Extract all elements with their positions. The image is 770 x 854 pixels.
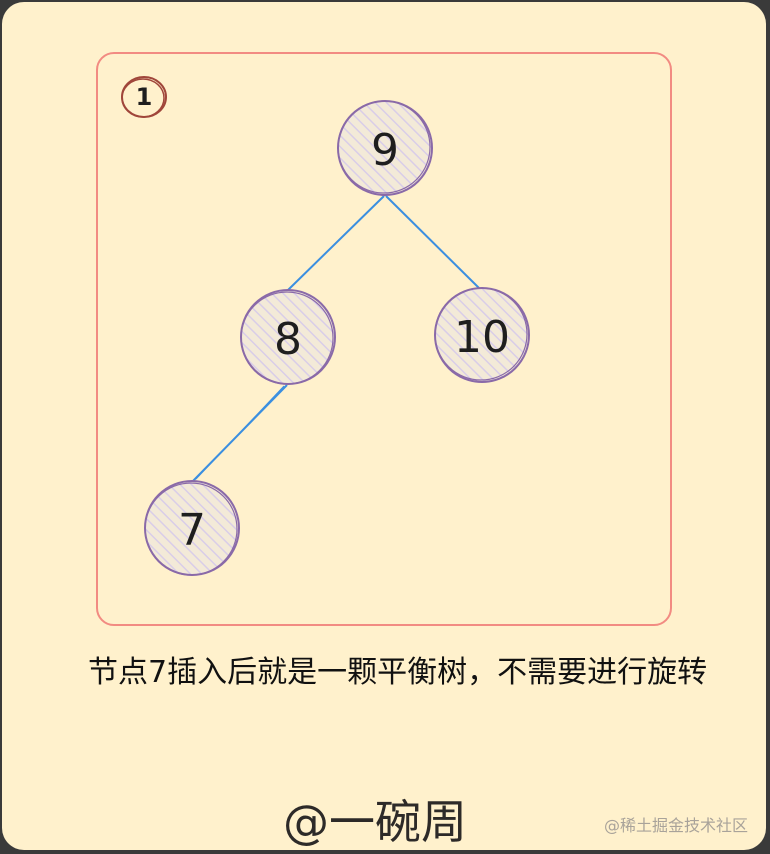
tree-node-10	[434, 287, 530, 383]
step-circle-icon	[121, 76, 167, 118]
tree-node-9	[337, 100, 433, 196]
node-label-9: 9	[371, 124, 399, 176]
watermark: @稀土掘金技术社区	[603, 816, 748, 835]
tree-node-7	[144, 480, 240, 576]
step-frame	[96, 52, 672, 626]
step-number: 1	[135, 83, 153, 111]
edge-9-10	[385, 195, 481, 290]
node-label-7: 7	[178, 504, 206, 556]
tree-node-8	[240, 289, 336, 385]
node-label-8: 8	[274, 313, 302, 365]
diagram-caption: 节点7插入后就是一颗平衡树，不需要进行旋转	[88, 655, 708, 690]
tree-edges	[192, 195, 481, 482]
step-badge: 1	[120, 74, 168, 120]
node-label-10: 10	[454, 311, 510, 363]
edge-9-8	[287, 195, 385, 291]
author-signature: @一碗周	[283, 795, 467, 849]
